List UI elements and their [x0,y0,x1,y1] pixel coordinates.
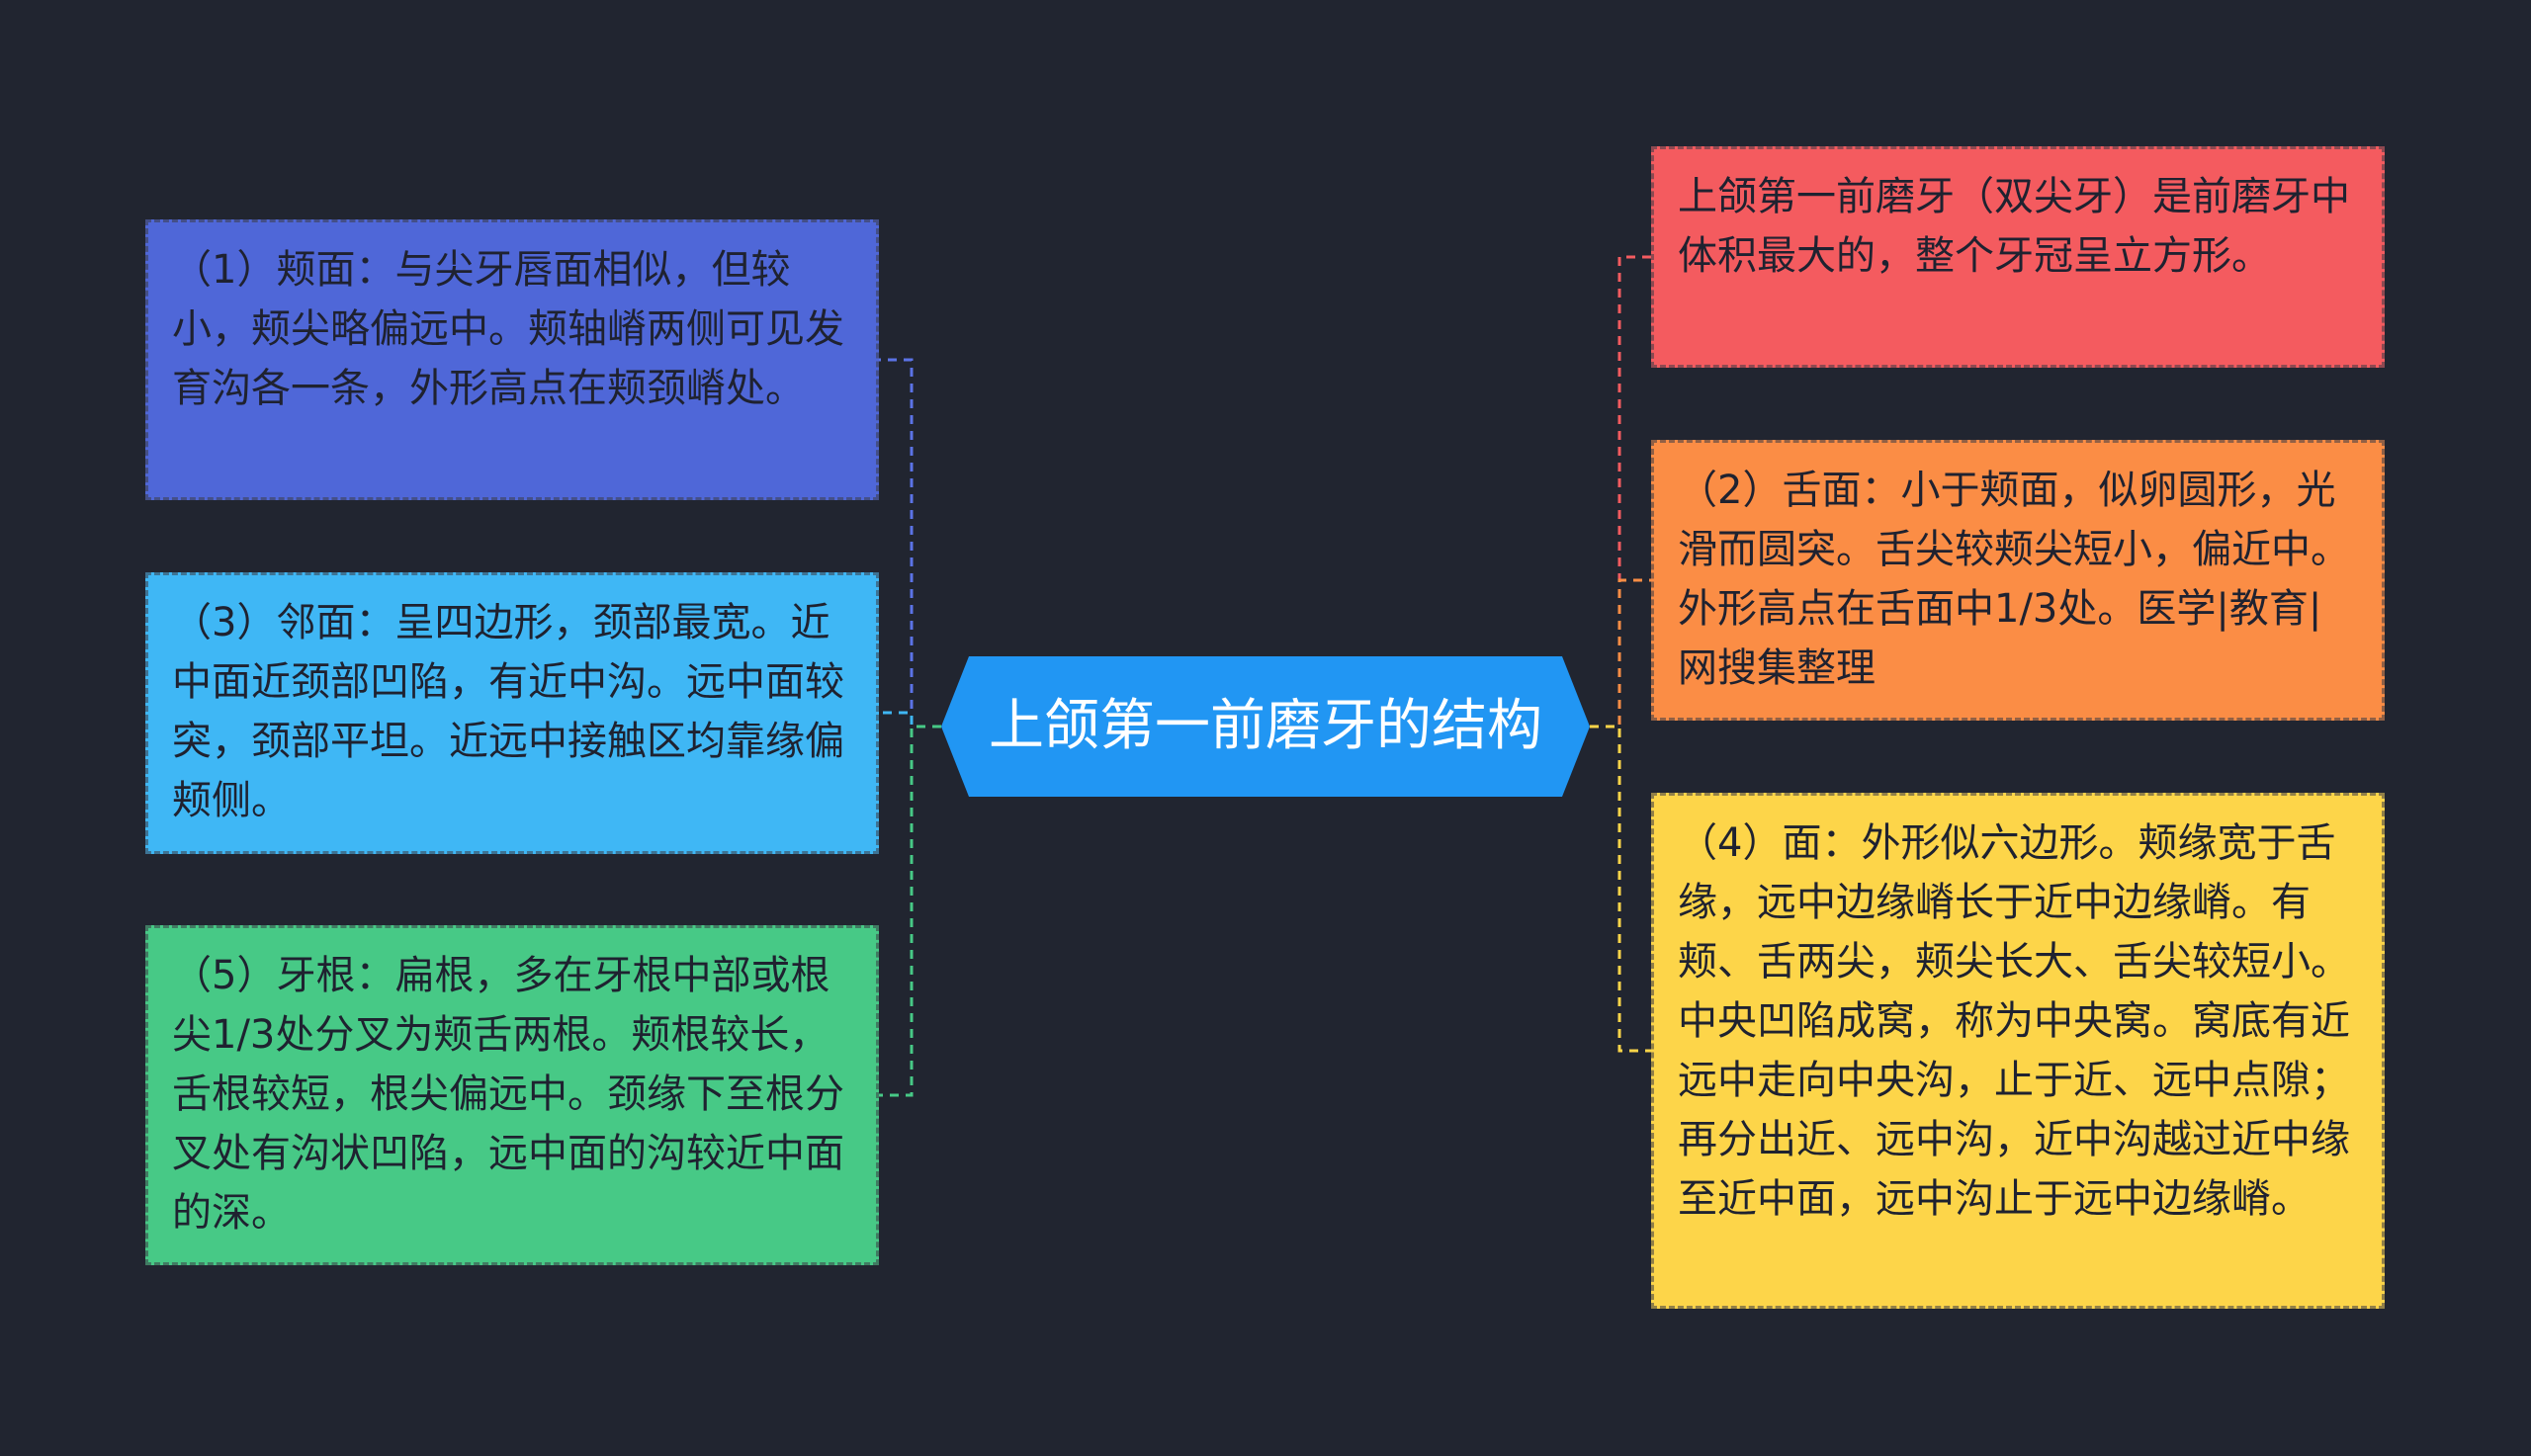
connector-center-to-n1 [879,358,941,728]
topic-lingual-surface-text: （2）舌面：小于颊面，似卵圆形，光滑而圆突。舌尖较颊尖短小，偏近中。外形高点在舌… [1678,468,2350,691]
topic-buccal-surface-text: （1）颊面：与尖牙唇面相似，但较小，颊尖略偏远中。颊轴嵴两侧可见发育沟各一条，外… [172,247,844,411]
connector-center-to-n3 [879,711,941,728]
central-topic[interactable]: 上颌第一前磨牙的结构 [941,656,1590,797]
connector-center-to-n4 [1590,725,1651,1053]
topic-lingual-surface[interactable]: （2）舌面：小于颊面，似卵圆形，光滑而圆突。舌尖较颊尖短小，偏近中。外形高点在舌… [1651,440,2385,721]
connector-center-to-n5 [879,725,941,1097]
topic-buccal-surface[interactable]: （1）颊面：与尖牙唇面相似，但较小，颊尖略偏远中。颊轴嵴两侧可见发育沟各一条，外… [145,219,879,500]
central-topic-label: 上颌第一前磨牙的结构 [989,694,1542,758]
connector-center-to-top [1590,255,1651,728]
topic-root-text: （5）牙根：扁根，多在牙根中部或根尖1/3处分叉为颊舌两根。颊根较长，舌根较短，… [172,953,844,1236]
topic-overview[interactable]: 上颌第一前磨牙（双尖牙）是前磨牙中体积最大的，整个牙冠呈立方形。 [1651,146,2385,368]
topic-proximal-surface-text: （3）邻面：呈四边形，颈部最宽。近中面近颈部凹陷，有近中沟。远中面较突，颈部平坦… [172,600,844,823]
topic-occlusal-surface[interactable]: （4）面：外形似六边形。颊缘宽于舌缘，远中边缘嵴长于近中边缘嵴。有颊、舌两尖，颊… [1651,793,2385,1309]
topic-proximal-surface[interactable]: （3）邻面：呈四边形，颈部最宽。近中面近颈部凹陷，有近中沟。远中面较突，颈部平坦… [145,572,879,854]
connector-center-to-n2 [1590,578,1651,728]
topic-overview-text: 上颌第一前磨牙（双尖牙）是前磨牙中体积最大的，整个牙冠呈立方形。 [1678,174,2350,279]
topic-occlusal-surface-text: （4）面：外形似六边形。颊缘宽于舌缘，远中边缘嵴长于近中边缘嵴。有颊、舌两尖，颊… [1678,820,2350,1222]
topic-root[interactable]: （5）牙根：扁根，多在牙根中部或根尖1/3处分叉为颊舌两根。颊根较长，舌根较短，… [145,925,879,1265]
